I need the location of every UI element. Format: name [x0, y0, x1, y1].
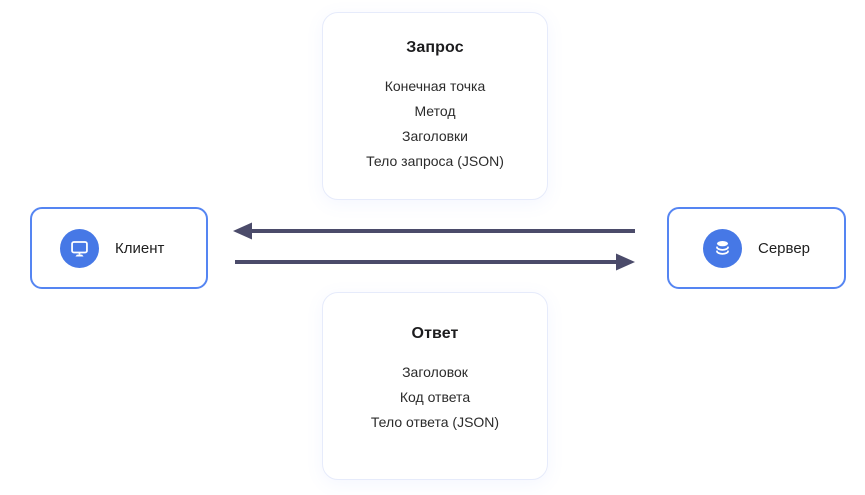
arrow-client-to-server-icon	[235, 253, 635, 271]
server-label: Сервер	[758, 239, 811, 257]
response-box-items: Заголовок Код ответа Тело ответа (JSON)	[323, 360, 547, 435]
request-box-title: Запрос	[406, 39, 464, 56]
request-box: Запрос Конечная точка Метод Заголовки Те…	[322, 12, 548, 200]
response-box: Ответ Заголовок Код ответа Тело ответа (…	[322, 292, 548, 480]
response-box-title: Ответ	[411, 325, 459, 342]
monitor-icon	[60, 228, 99, 268]
server-node: Сервер	[667, 207, 846, 289]
response-item-code: Код ответа	[399, 389, 471, 405]
request-item-body: Тело запроса (JSON)	[366, 153, 504, 169]
response-item-header: Заголовок	[402, 364, 468, 380]
database-icon	[703, 228, 742, 268]
request-box-items: Конечная точка Метод Заголовки Тело запр…	[323, 74, 547, 174]
response-item-body: Тело ответа (JSON)	[370, 414, 500, 430]
request-item-method: Метод	[414, 103, 456, 119]
client-label: Клиент	[115, 239, 165, 257]
request-item-headers: Заголовки	[401, 128, 468, 144]
request-item-endpoint: Конечная точка	[384, 78, 486, 94]
client-node: Клиент	[30, 207, 208, 289]
arrow-server-to-client-icon	[233, 222, 635, 240]
